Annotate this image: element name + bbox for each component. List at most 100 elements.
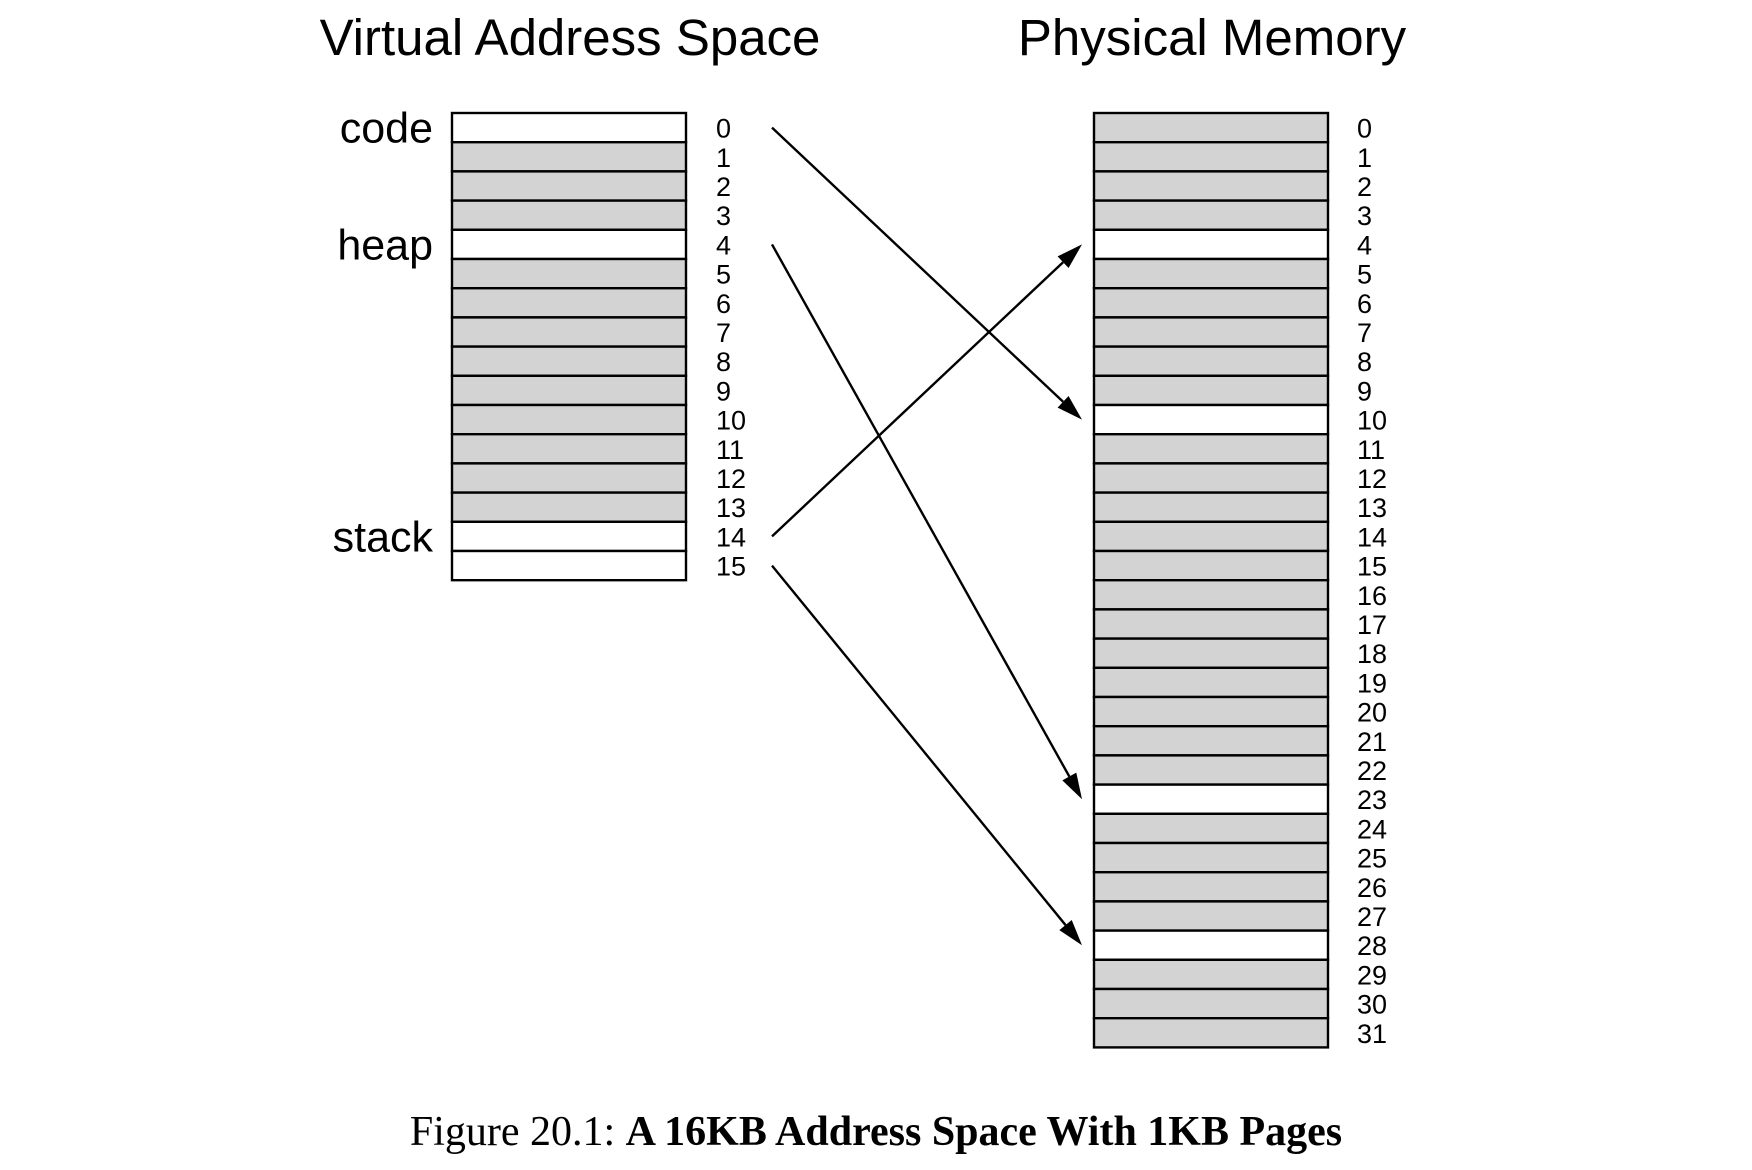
physical-page-29 (1092, 958, 1330, 991)
physical-page-10 (1092, 403, 1330, 436)
physical-page-number: 15 (1357, 552, 1387, 582)
virtual-page-11 (450, 433, 688, 465)
physical-page-number: 2 (1357, 172, 1372, 202)
physical-page-28 (1092, 929, 1330, 961)
virtual-page-number: 0 (716, 114, 731, 144)
virtual-page-6 (450, 287, 688, 319)
segment-label-code: code (340, 105, 433, 153)
physical-page-number: 24 (1357, 814, 1387, 844)
segment-label-heap: heap (337, 221, 433, 269)
physical-page-number: 6 (1357, 289, 1372, 319)
caption-prefix: Figure 20.1: (409, 1109, 616, 1155)
mapping-arrow-head (1059, 920, 1082, 946)
physical-page-1 (1092, 140, 1330, 173)
virtual-page-1 (450, 140, 688, 173)
physical-page-number: 17 (1357, 610, 1387, 640)
page-mappings (770, 126, 1082, 946)
virtual-page-15 (450, 549, 688, 582)
virtual-page-number: 13 (716, 493, 746, 523)
virtual-page-number: 5 (716, 260, 731, 290)
virtual-page-2 (450, 170, 688, 202)
virtual-address-space-title: Virtual Address Space (320, 9, 821, 66)
virtual-page-4 (450, 228, 688, 261)
physical-memory: 0123456789101112131415161718192021222324… (1092, 111, 1387, 1049)
physical-page-30 (1092, 987, 1330, 1020)
physical-page-number: 26 (1357, 873, 1387, 903)
physical-page-4 (1092, 228, 1330, 261)
virtual-page-9 (450, 374, 688, 407)
physical-page-number: 1 (1357, 143, 1372, 173)
virtual-page-number: 12 (716, 464, 746, 494)
caption-title: A 16KB Address Space With 1KB Pages (625, 1109, 1343, 1155)
virtual-page-10 (450, 403, 688, 436)
physical-page-number: 5 (1357, 260, 1372, 290)
virtual-page-number: 2 (716, 172, 731, 202)
virtual-page-12 (450, 462, 688, 494)
physical-page-15 (1092, 549, 1330, 582)
physical-page-number: 27 (1357, 902, 1387, 932)
physical-page-12 (1092, 462, 1330, 494)
physical-page-7 (1092, 316, 1330, 348)
physical-page-14 (1092, 520, 1330, 553)
physical-page-number: 8 (1357, 347, 1372, 377)
physical-page-number: 3 (1357, 201, 1372, 231)
mapping-arrow-line (770, 243, 1071, 778)
virtual-page-5 (450, 257, 688, 290)
virtual-page-7 (450, 316, 688, 348)
physical-page-number: 25 (1357, 844, 1387, 874)
physical-page-25 (1092, 841, 1330, 874)
mapping-arrow-head (1057, 244, 1082, 269)
virtual-page-number: 10 (716, 406, 746, 436)
virtual-page-8 (450, 345, 688, 378)
physical-memory-title: Physical Memory (1018, 9, 1407, 66)
physical-page-number: 23 (1357, 785, 1387, 815)
physical-page-23 (1092, 783, 1330, 815)
virtual-page-number: 11 (716, 435, 744, 465)
physical-page-11 (1092, 433, 1330, 465)
physical-page-31 (1092, 1017, 1330, 1049)
physical-page-number: 9 (1357, 376, 1372, 406)
virtual-page-number: 3 (716, 201, 731, 231)
virtual-page-number: 4 (716, 230, 731, 260)
figure-caption: Figure 20.1: A 16KB Address Space With 1… (0, 1108, 1752, 1156)
physical-page-13 (1092, 491, 1330, 524)
mapping-arrow-line (771, 564, 1067, 926)
physical-page-22 (1092, 754, 1330, 786)
physical-page-18 (1092, 637, 1330, 669)
virtual-page-number: 9 (716, 376, 731, 406)
physical-page-2 (1092, 170, 1330, 202)
virtual-page-number: 8 (716, 347, 731, 377)
physical-page-number: 29 (1357, 960, 1387, 990)
mapping-arrow-head (1057, 395, 1082, 420)
virtual-page-number: 7 (716, 318, 731, 348)
segment-label-stack: stack (333, 513, 434, 561)
physical-page-17 (1092, 608, 1330, 640)
physical-page-6 (1092, 287, 1330, 319)
physical-page-19 (1092, 666, 1330, 699)
physical-page-number: 10 (1357, 406, 1387, 436)
virtual-page-3 (450, 199, 688, 232)
physical-page-number: 31 (1357, 1019, 1387, 1049)
physical-page-number: 30 (1357, 990, 1387, 1020)
virtual-page-number: 15 (716, 552, 746, 582)
physical-page-8 (1092, 345, 1330, 378)
physical-page-26 (1092, 871, 1330, 903)
physical-page-21 (1092, 725, 1330, 757)
mapping-arrow-line (771, 126, 1064, 403)
physical-page-number: 20 (1357, 698, 1387, 728)
physical-page-number: 4 (1357, 230, 1372, 260)
physical-page-number: 28 (1357, 931, 1387, 961)
physical-page-27 (1092, 900, 1330, 932)
virtual-page-number: 1 (716, 143, 731, 173)
physical-page-number: 7 (1357, 318, 1372, 348)
physical-page-number: 12 (1357, 464, 1387, 494)
physical-page-16 (1092, 579, 1330, 611)
physical-page-number: 16 (1357, 581, 1387, 611)
physical-page-number: 0 (1357, 114, 1372, 144)
physical-page-number: 11 (1357, 435, 1385, 465)
physical-page-0 (1092, 111, 1330, 144)
virtual-page-13 (450, 491, 688, 524)
physical-page-24 (1092, 812, 1330, 845)
virtual-page-number: 14 (716, 522, 746, 552)
